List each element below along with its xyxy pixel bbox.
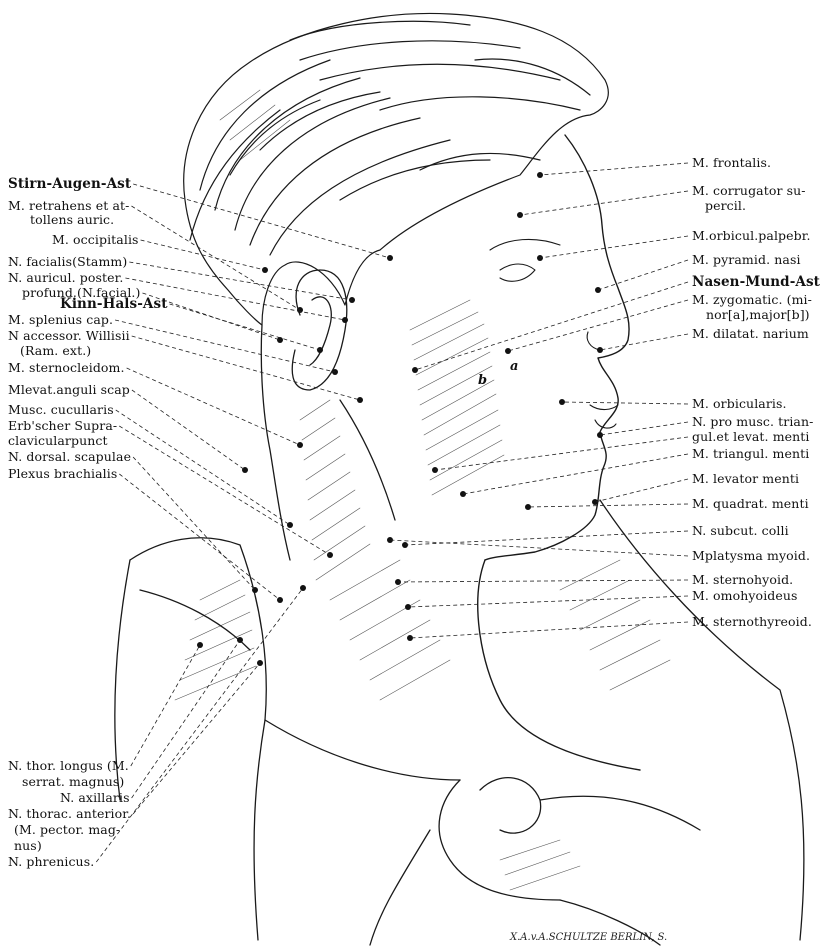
engraver-signature: X.A.v.A.SCHULTZE BERLIN, S. <box>510 932 667 943</box>
leader-m-pyramid-nasi <box>598 260 688 290</box>
label-m-occipitalis: M. occipitalis <box>52 233 139 247</box>
label-n-thorac-anterior: N. thorac. anterior. <box>8 807 131 821</box>
label-n-auricul-poster: N. auricul. poster. <box>8 271 123 285</box>
label-n-thor-longus-2: serrat. magnus) <box>22 775 124 789</box>
point-musc-cucullaris <box>287 522 293 528</box>
label-m-sternocleidom: M. sternocleidom. <box>8 361 125 375</box>
leader-n-facialis-stamm <box>129 262 352 300</box>
hair <box>184 13 609 325</box>
label-m-quadrat-menti: M. quadrat. menti <box>692 497 809 511</box>
leader-n-accessor <box>132 336 360 400</box>
leader-n-dorsal-scapulae <box>133 457 255 590</box>
leader-m-occipitalis <box>141 240 265 270</box>
label-m-frontalis: M. frontalis. <box>692 156 771 170</box>
label-n-phrenicus: N. phrenicus. <box>8 855 94 869</box>
label-nasen-mund-ast: Nasen-Mund-Ast <box>692 275 820 289</box>
label-n-accessor: N accessor. Willisii <box>8 329 130 343</box>
point-letter-a: a <box>510 359 518 374</box>
label-m-splenius: M. splenius cap. <box>8 313 113 327</box>
point-m-zygomatic <box>505 348 511 354</box>
leader-nasen-mund-ast <box>415 282 688 370</box>
point-n-auricul-poster <box>342 317 348 323</box>
label-m-zygomatic-2: nor[a],major[b]) <box>706 308 810 322</box>
label-n-thorac-anterior-2: (M. pector. mag- <box>14 823 120 837</box>
label-n-thorac-anterior-3: nus) <box>14 839 42 853</box>
label-stirn-augen-ast: Stirn-Augen-Ast <box>8 177 131 191</box>
leader-musc-cucullaris <box>116 410 290 525</box>
leader-m-zygomatic <box>508 300 688 351</box>
leader-m-sternohyoid <box>398 580 688 582</box>
label-m-levat-anguli: Mlevat.anguli scap <box>8 383 130 397</box>
label-n-dorsal-scapulae: N. dorsal. scapulae <box>8 450 131 464</box>
label-erb-supra-2: clavicularpunct <box>8 434 108 448</box>
label-m-corrugator: M. corrugator su- <box>692 184 806 198</box>
label-m-omohyoideus: M. omohyoideus <box>692 589 798 603</box>
leader-m-sternocleidom <box>127 368 300 445</box>
label-m-retrahens: M. retrahens et at- <box>8 199 129 213</box>
shading <box>175 90 670 890</box>
label-m-triangul-menti: M. triangul. menti <box>692 447 809 461</box>
point-m-levat-anguli <box>242 467 248 473</box>
leader-m-platysma <box>390 540 688 556</box>
label-m-levator-menti: M. levator menti <box>692 472 799 486</box>
ear <box>292 270 347 390</box>
leader-m-splenius <box>115 320 335 372</box>
label-n-subcut-colli: N. subcut. colli <box>692 524 789 538</box>
label-plexus-brachialis: Plexus brachialis <box>8 467 117 481</box>
label-n-pro-musc: N. pro musc. trian- <box>692 415 813 429</box>
label-erb-supra: Erb'scher Supra- <box>8 419 117 433</box>
leader-m-frontalis <box>540 163 688 175</box>
label-m-sternothyreoid: M. sternothyreoid. <box>692 615 812 629</box>
leader-m-sternothyreoid <box>410 622 688 638</box>
label-m-zygomatic: M. zygomatic. (mi- <box>692 293 812 307</box>
leader-n-axillaris <box>132 640 240 798</box>
label-m-corrugator-2: percil. <box>705 199 746 213</box>
label-n-accessor-2: (Ram. ext.) <box>20 344 91 358</box>
label-n-pro-musc-2: gul.et levat. menti <box>692 430 810 444</box>
label-m-retrahens-2: tollens auric. <box>30 213 114 227</box>
points <box>197 172 603 666</box>
label-m-platysma: Mplatysma myoid. <box>692 549 810 563</box>
label-m-orbicul-palpebr: M.orbicul.palpebr. <box>692 229 811 243</box>
eye <box>490 239 560 281</box>
leader-m-dilatat-narium <box>600 334 688 350</box>
leader-n-pro-musc <box>600 422 688 435</box>
label-m-sternohyoid: M. sternohyoid. <box>692 573 793 587</box>
label-kinn-hals-ast: Kinn-Hals-Ast <box>60 297 168 311</box>
face-profile <box>478 135 640 770</box>
label-n-thor-longus: N. thor. longus (M. <box>8 759 129 773</box>
point-n-accessor <box>357 397 363 403</box>
point-nasen-mund-ast <box>412 367 418 373</box>
leader-m-orbicul-palpebr <box>540 236 688 258</box>
leader-m-omohyoideus <box>408 596 688 607</box>
leader-n-pro-musc-2 <box>435 437 688 470</box>
label-n-axillaris: N. axillaris <box>60 791 130 805</box>
leader-m-levator-menti <box>595 479 688 502</box>
leader-m-quadrat-menti <box>528 504 688 507</box>
point-n-thor-longus <box>197 642 203 648</box>
point-m-levator-menti <box>592 499 598 505</box>
label-m-dilatat-narium: M. dilatat. narium <box>692 327 809 341</box>
label-m-orbicularis: M. orbicularis. <box>692 397 787 411</box>
point-letter-b: b <box>478 373 487 388</box>
label-n-facialis-stamm: N. facialis(Stamm) <box>8 255 127 269</box>
label-m-pyramid-nasi: M. pyramid. nasi <box>692 253 801 267</box>
leader-m-orbicularis <box>562 402 688 404</box>
leader-n-thor-longus <box>131 645 200 766</box>
leader-m-corrugator <box>520 191 688 215</box>
leader-plexus-brachialis <box>119 474 280 600</box>
leader-n-thorac-anterior <box>133 663 260 814</box>
shirt-collar <box>115 500 804 945</box>
leader-m-triangul-menti <box>463 454 688 494</box>
label-musc-cucullaris: Musc. cucullaris <box>8 403 114 417</box>
leader-stirn-augen-ast <box>133 184 390 258</box>
